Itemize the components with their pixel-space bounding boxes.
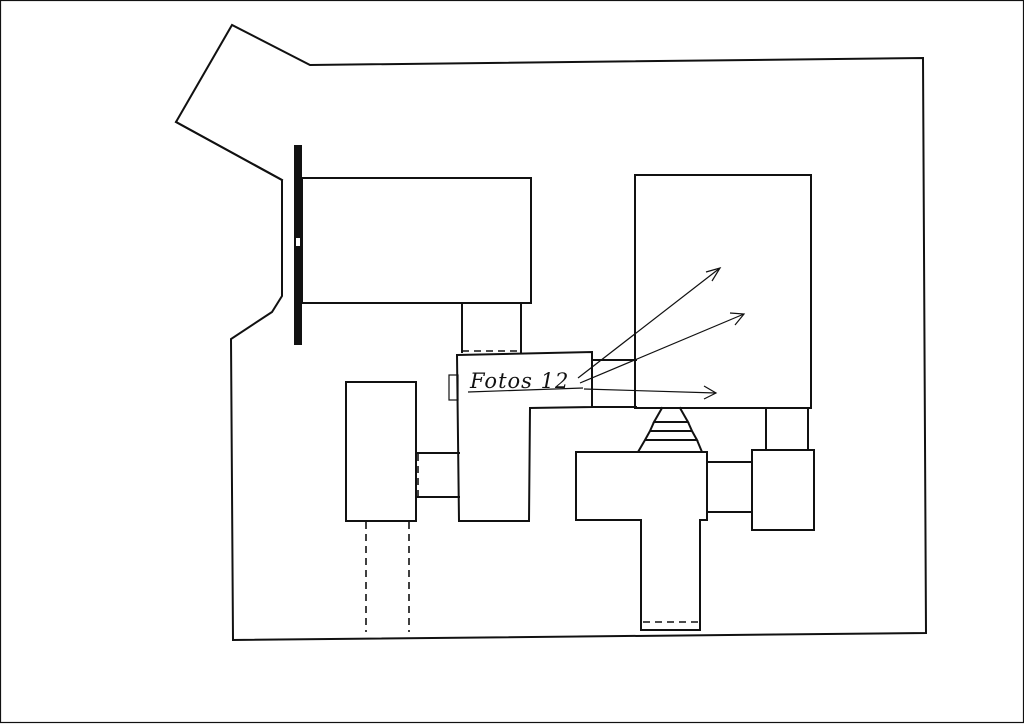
arrow-middle — [579, 313, 745, 384]
wall-bar-notch — [296, 238, 300, 246]
photo-label-underline — [467, 387, 584, 393]
corridor-right — [591, 359, 637, 408]
view-arrows — [577, 266, 746, 400]
room-lower-t — [575, 451, 708, 631]
arrow-middle-head — [729, 312, 746, 326]
arrow-lower — [583, 388, 717, 394]
connector-lower-right — [706, 461, 753, 513]
pedestal — [636, 406, 704, 453]
arrow-upper-head — [705, 266, 722, 282]
connector-left — [415, 452, 460, 498]
room-central — [455, 350, 593, 522]
room-right — [634, 174, 812, 409]
arrow-upper — [577, 267, 721, 379]
room-top-left — [301, 177, 532, 304]
room-central-notch — [448, 374, 459, 401]
entrance-wing — [174, 120, 284, 182]
room-left-small — [345, 381, 417, 522]
connector-upper — [461, 302, 522, 353]
building-outline — [174, 23, 928, 642]
connector-right-down — [765, 407, 809, 451]
arrow-lower-head — [703, 385, 718, 400]
room-lower-right — [751, 449, 815, 531]
room-left-dashed-lower — [365, 522, 410, 632]
